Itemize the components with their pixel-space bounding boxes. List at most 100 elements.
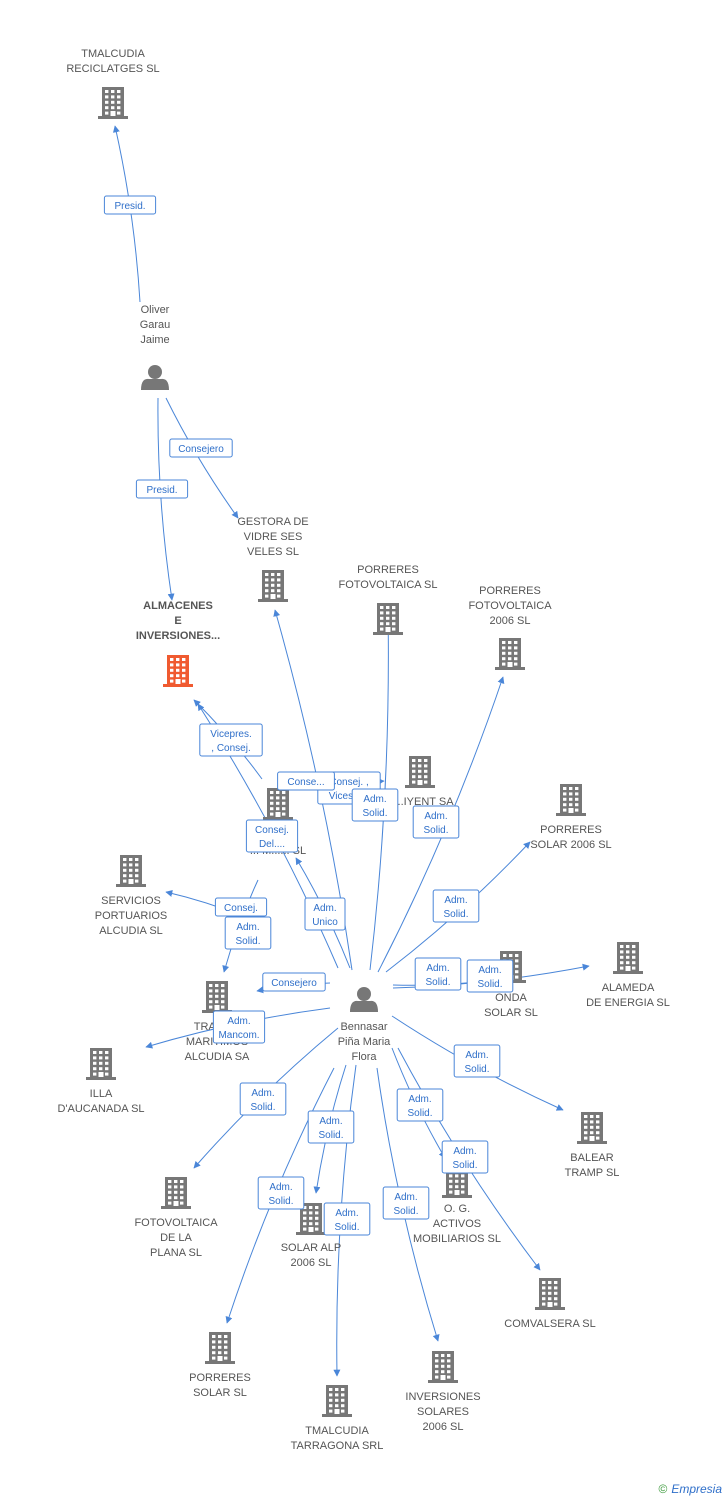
node-label: SOLAR SL [484,1007,538,1019]
edge-role-label[interactable]: Adm. Solid. [239,1082,287,1116]
edge-label-text: Adm. [453,1146,476,1157]
edge-label-box [245,819,299,853]
node-label: PORRERES [479,585,541,597]
edge-role-label[interactable]: Consejero [262,972,326,992]
edge-role-label[interactable]: Adm.Solid. [323,1202,371,1236]
edge-label-text: Presid. [146,485,177,496]
edge-label-box [199,723,263,757]
node-porreres_solar2006[interactable]: PORRERES SOLAR 2006 SL [530,784,612,851]
edge-label-text: Solid. [464,1064,489,1075]
node-label: ILLA [90,1088,113,1100]
node-almacenes[interactable]: ALMACENESEINVERSIONES... [136,600,220,687]
edge-label-text: Consej. , [329,777,368,788]
edge-label-text: Solid. [250,1102,275,1113]
edge-role-label[interactable]: Adm.Mancom. [212,1010,266,1044]
edge-label-box [214,897,268,917]
edge-role-label[interactable]: Adm.Solid. [307,1110,355,1144]
edge-oliver-to-gestora [165,397,239,519]
edge-role-label[interactable]: Adm.Unico [304,897,346,931]
node-hiyent[interactable]: ...IYENT SA [394,756,454,808]
edge-label-text: Adm. [269,1182,292,1193]
edge-role-label[interactable]: Adm.Solid. [382,1186,430,1220]
edge-label-text: Consej. [255,825,289,836]
edge-role-label[interactable]: Consej. [214,897,268,917]
person-icon [141,365,169,390]
node-label: GESTORA DE [237,516,308,528]
edge-label-box [414,957,462,991]
edge-role-label[interactable]: Adm.Solid. [224,916,272,950]
edge-label-box [307,1110,355,1144]
edge-role-label[interactable]: Adm.Solid. [414,957,462,991]
footer-brand[interactable]: ©Empresia [658,1482,722,1496]
node-label: 2006 SL [423,1421,464,1433]
company-icon [322,1385,352,1417]
edge-label-box [277,771,335,791]
company-icon [98,87,128,119]
edge-label-text: Adm. [251,1088,274,1099]
brand-name: Empresia [671,1482,722,1496]
node-label: SOLAR 2006 SL [530,839,611,851]
edge-role-label[interactable]: Presid. [135,479,189,499]
edge-role-label[interactable]: Adm.Solid. [432,889,480,923]
edge-role-label[interactable]: Consej.Del.... [245,819,299,853]
company-icon [535,1278,565,1310]
node-label: SOLAR ALP [281,1242,342,1254]
edge-role-label[interactable]: Presid. [103,195,157,215]
edge-role-label[interactable]: Consejero [169,438,233,458]
node-label: ONDA [495,992,527,1004]
company-icon [86,1048,116,1080]
company-icon [202,981,232,1013]
company-icon [495,638,525,670]
edge-label-text: Adm. [408,1094,431,1105]
company-icon [258,570,288,602]
edge-label-text: Solid. [235,936,260,947]
edge-label-box [212,1010,266,1044]
node-label: ALMACENES [143,600,213,612]
edge-role-label[interactable]: Conse... [277,771,335,791]
node-label: DE ENERGIA SL [586,997,670,1009]
edge-role-label[interactable]: Adm.Solid. [351,788,399,822]
edge-label-text: Vicepres. [210,729,252,740]
edge-label-text: Mancom. [218,1030,259,1041]
node-comvalsera[interactable]: COMVALSERA SL [504,1278,596,1330]
edge-label-box [103,195,157,215]
edge-role-label[interactable]: Adm.Solid. [441,1140,489,1174]
edge-label-text: Solid. [268,1196,293,1207]
edge-role-label[interactable]: Adm.Solid. [396,1088,444,1122]
edge-role-label[interactable]: Adm.Solid. [412,805,460,839]
node-label: FOTOVOLTAICA [468,600,552,612]
edge-role-label[interactable]: Vicepres. , Consej. [199,723,263,757]
node-label: Flora [351,1051,377,1063]
edge-label-text: , Consej. [211,743,250,754]
node-label: ...IYENT SA [394,796,454,808]
company-icon [428,1351,458,1383]
company-icon [116,855,146,887]
edge-label-text: Vicesecr. [329,791,369,802]
edge-label-box [432,889,480,923]
node-label: INVERSIONES... [136,630,220,642]
edge-role-label[interactable]: Adm.Solid. [466,959,514,993]
node-label: PORRERES [540,824,602,836]
company-icon [613,942,643,974]
edge-label-text: Unico [312,917,338,928]
edge-role-label[interactable]: Adm. Solid. [257,1176,305,1210]
edge-label-box [224,916,272,950]
main-company-icon [163,655,193,687]
edge-role-label[interactable]: Adm.Solid. [453,1044,501,1078]
